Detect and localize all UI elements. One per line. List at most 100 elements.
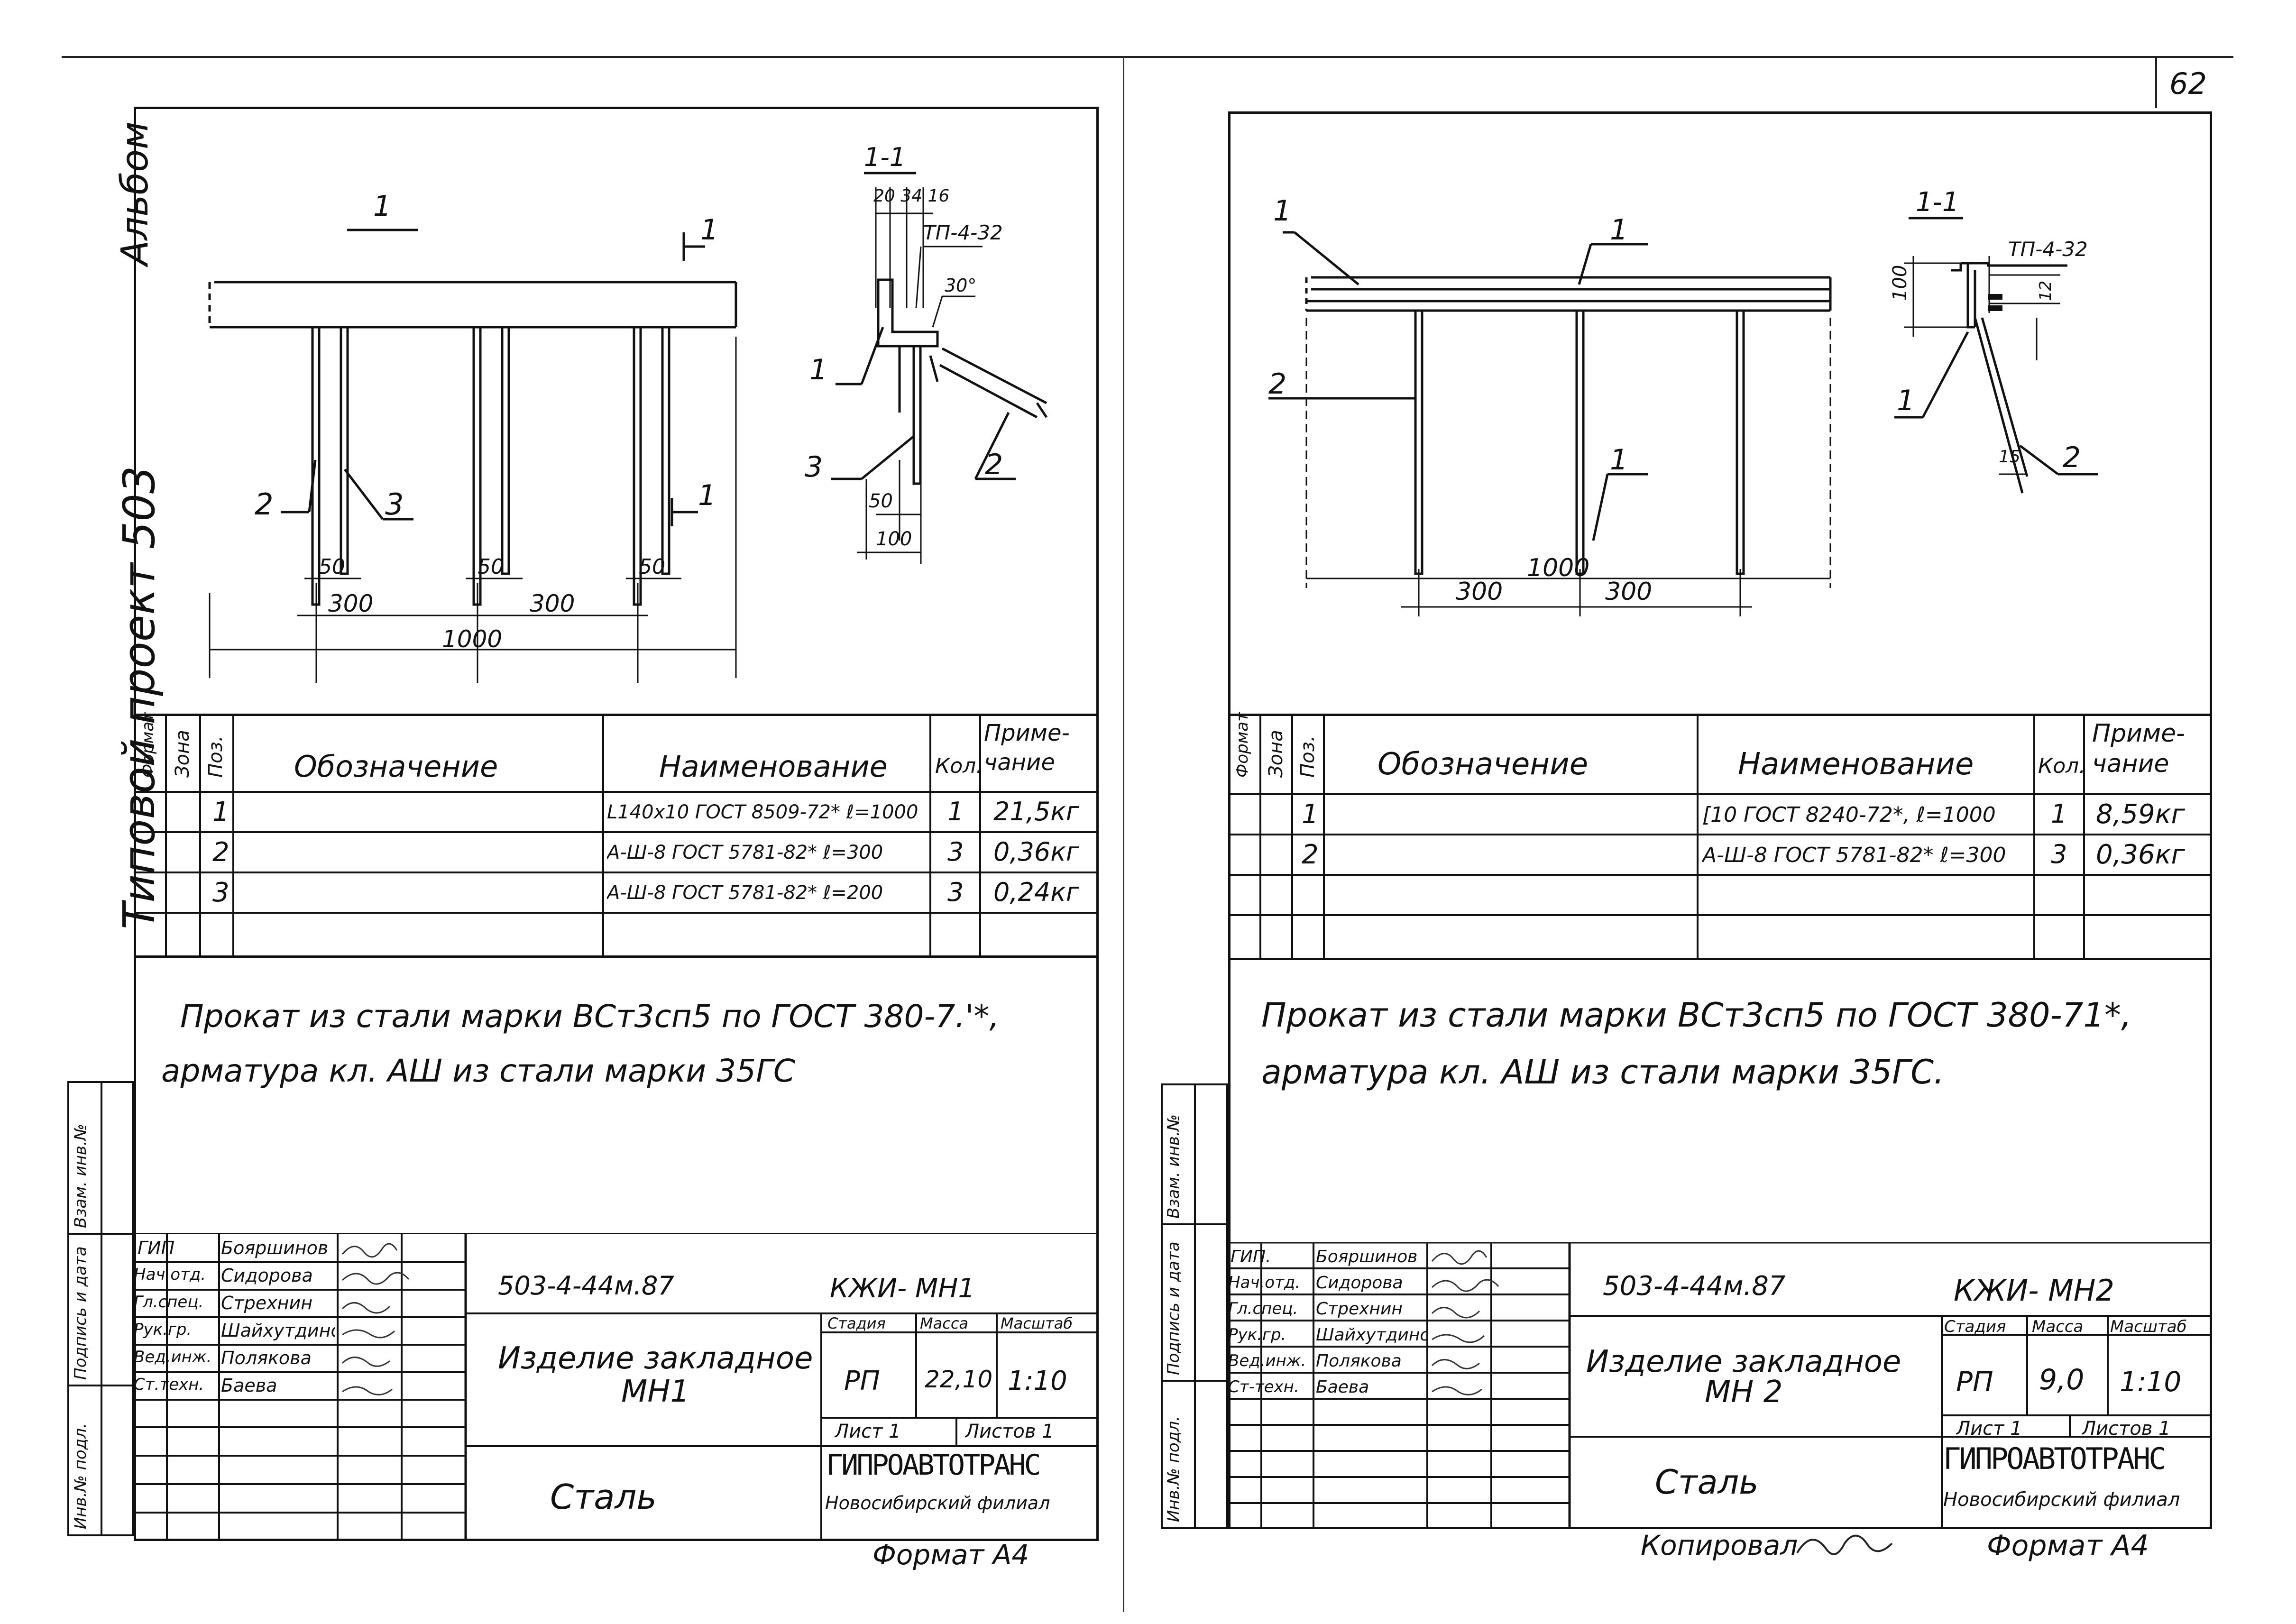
section-mark-bottom: 1 [698, 479, 716, 512]
right-item-title: Изделие закладное МН 2 [1586, 1347, 1901, 1407]
page-number: 62 [2169, 66, 2207, 101]
right-sheets-total: Листов 1 [2082, 1418, 2171, 1440]
sec-dim-100: 100 [876, 528, 912, 550]
center-fold-line [1123, 57, 1124, 1612]
left-role-5: Вед.инж. [134, 1348, 212, 1367]
r-spec-h-zone: Зона [1265, 730, 1287, 778]
right-role-2: Нач.отд. [1228, 1273, 1301, 1292]
spec-h-note: Приме- чание [984, 720, 1070, 776]
right-mass-h: Масса [2032, 1317, 2084, 1336]
spec-h-zone: Зона [172, 730, 193, 778]
r-spec-row-1-name: [10 ГОСТ 8240-72*, ℓ=1000 [1702, 803, 1996, 827]
left-role-3: Гл.спец. [134, 1293, 204, 1312]
spec-row-3-note: 0,24кг [993, 877, 1080, 907]
r-spec-h-name: Наименование [1738, 747, 1974, 782]
left-name-6: Баева [221, 1375, 277, 1396]
section-dims: 20 34 16 [873, 186, 949, 206]
weld-note: ТП-4-32 [923, 221, 1003, 244]
dim-300-a: 300 [328, 590, 373, 617]
r-sec-dim-small: 12 [2036, 281, 2055, 301]
r-callout-2: 2 [1268, 367, 1286, 401]
r-weld-note: ТП-4-32 [2008, 238, 2088, 261]
r-spec-row-2-pos: 2 [1302, 839, 1319, 870]
r-spec-row-2-name: А-Ш-8 ГОСТ 5781-82* ℓ=300 [1702, 843, 2006, 867]
right-stamp-sign: Подпись и дата [1164, 1241, 1183, 1375]
left-name-5: Полякова [221, 1348, 312, 1368]
r-sec-callout-2: 2 [2063, 441, 2081, 474]
right-copied: Копировал [1641, 1529, 1798, 1561]
right-role-6: Ст-техн. [1228, 1377, 1299, 1396]
right-name-4: Шайхутдинов [1316, 1325, 1427, 1345]
left-note-line1: Прокат из стали марки ВСт3сп5 по ГОСТ 38… [180, 998, 1000, 1035]
spec-h-format: Формат [138, 712, 157, 778]
right-role-4: Рук.гр. [1228, 1325, 1286, 1344]
right-role-5: Вед.инж. [1228, 1351, 1306, 1370]
right-name-2: Сидорова [1316, 1273, 1403, 1293]
r-section-mark-top: 1 [1610, 213, 1628, 247]
spec-row-1-name: L140х10 ГОСТ 8509-72* ℓ=1000 [607, 801, 918, 823]
left-drawing: 1 1 1 2 3 50 50 50 300 300 1000 1-1 20 3… [208, 142, 1048, 683]
view-label: 1 [373, 190, 391, 223]
right-note-line2: арматура кл. АШ из стали марки 35ГС. [1261, 1053, 1945, 1092]
r-sec-angle: 15 [1999, 447, 2020, 467]
left-scale: 1:10 [1008, 1366, 1067, 1396]
left-sheet [134, 107, 1099, 1541]
left-format: Формат А4 [872, 1539, 1029, 1571]
spec-row-3-pos: 3 [212, 877, 230, 908]
right-stamp-inv: Инв.№ подл. [1164, 1416, 1183, 1522]
sec-callout-2: 2 [985, 448, 1003, 481]
spec-row-1-note: 21,5кг [993, 797, 1080, 826]
right-scale-h: Масштаб [2110, 1317, 2187, 1336]
r-section-title: 1-1 [1916, 187, 1959, 218]
left-role-4: Рук.гр. [134, 1320, 192, 1339]
spec-row-1-qty: 1 [947, 797, 964, 826]
right-sheet-code: КЖИ- МН2 [1954, 1273, 2114, 1308]
sec-callout-3: 3 [805, 450, 823, 484]
right-role-1: ГИП. [1231, 1247, 1271, 1266]
left-sheets-total: Листов 1 [965, 1421, 1054, 1442]
spec-row-2-pos: 2 [212, 837, 230, 868]
r-spec-h-note: Приме- чание [2092, 719, 2185, 778]
dim-50-b: 50 [478, 555, 504, 579]
right-stamp-replace: Взам. инв.№ [1164, 1114, 1183, 1219]
right-name-5: Полякова [1316, 1351, 1402, 1371]
right-sheet [1228, 111, 2212, 1529]
left-sheet-code: КЖИ- МН1 [830, 1273, 975, 1304]
right-spec-table [1228, 714, 2212, 960]
top-edge-line [62, 56, 2233, 58]
spec-row-3-qty: 3 [947, 877, 964, 907]
right-stage: РП [1956, 1366, 1993, 1398]
r-spec-row-2-note: 0,36кг [2096, 839, 2185, 870]
right-org: ГИПРОАВТОТРАНС [1943, 1441, 2165, 1476]
r-spec-h-pos: Поз. [1297, 735, 1319, 778]
spec-h-name: Наименование [659, 749, 888, 784]
right-drawing: 1 2 1 1 300 300 1000 1-1 ТП-4-32 100 12 … [1268, 187, 2098, 616]
r-sec-dim-100: 100 [1889, 265, 1911, 301]
r-dim-300-a: 300 [1456, 578, 1503, 606]
spec-row-1-pos: 1 [212, 797, 230, 827]
spec-row-2-name: А-Ш-8 ГОСТ 5781-82* ℓ=300 [607, 842, 883, 863]
dim-50-a: 50 [319, 555, 345, 579]
left-role-6: Ст.техн. [134, 1375, 204, 1394]
spec-row-2-note: 0,36кг [993, 837, 1080, 867]
left-mass-h: Масса [920, 1314, 969, 1332]
left-org: ГИПРОАВТОТРАНС [826, 1449, 1039, 1482]
r-spec-h-format: Формат [1233, 712, 1252, 778]
left-name-3: Стрехнин [221, 1293, 313, 1313]
right-sheet-no: Лист 1 [1956, 1418, 2022, 1440]
r-section-mark-bottom: 1 [1610, 443, 1628, 477]
r-spec-h-qty: Кол. [2038, 754, 2086, 778]
left-item-title: Изделие закладное МН1 [498, 1342, 813, 1408]
right-title-block-grid [1228, 1242, 2212, 1529]
left-name-1: Бояршинов [221, 1238, 329, 1258]
right-branch: Новосибирский филиал [1943, 1489, 2180, 1511]
left-role-2: Нач.отд. [134, 1265, 206, 1284]
right-stage-h: Стадия [1944, 1317, 2006, 1336]
dim-300-b: 300 [530, 590, 575, 617]
r-spec-row-1-note: 8,59кг [2096, 799, 2185, 830]
right-spec-grid [1228, 714, 2212, 960]
section-mark-top: 1 [700, 213, 718, 247]
left-title-block-grid [134, 1233, 1099, 1541]
left-stamp-sign: Подпись и дата [71, 1246, 90, 1380]
right-scale: 1:10 [2120, 1366, 2182, 1398]
